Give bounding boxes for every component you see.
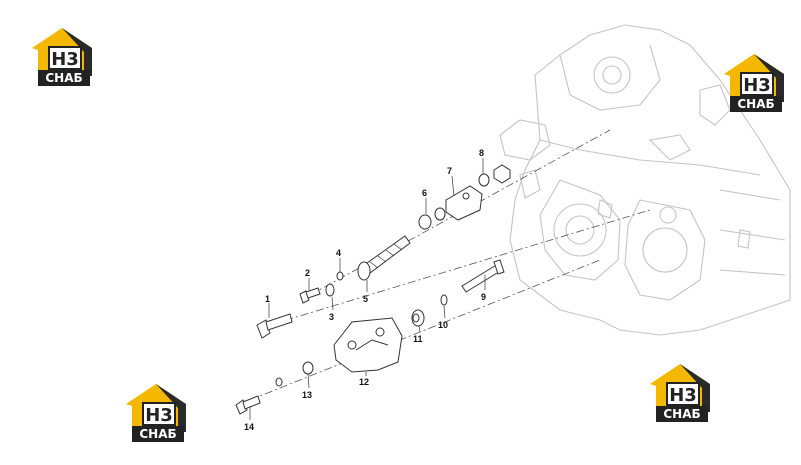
callout-13: 13: [302, 390, 312, 400]
callout-11: 11: [413, 334, 423, 344]
logo-mark: Н3: [740, 72, 774, 96]
logo-mark: Н3: [666, 382, 700, 406]
part-lock-washer-10: [440, 294, 448, 306]
callout-8: 8: [479, 148, 484, 158]
part-nut-6: [418, 214, 432, 230]
callout-4: 4: [336, 248, 341, 258]
part-washer-13: [302, 361, 314, 375]
part-washer-3: [325, 283, 335, 297]
logo-text: СНАБ: [132, 426, 184, 442]
part-block-7: [445, 185, 483, 221]
callout-labels: 1 2 3 4 5 6 7 8 9 10 11 12 13 14: [244, 148, 486, 432]
part-bracket-12: [333, 317, 403, 373]
logo-text: СНАБ: [38, 70, 90, 86]
part-lock-washer-4: [336, 271, 344, 281]
part-threaded-rod-5: [357, 235, 411, 281]
part-bolt-14: [235, 395, 261, 415]
part-washer-8: [478, 173, 490, 187]
callout-6: 6: [422, 188, 427, 198]
part-long-bolt-9: [461, 259, 505, 293]
callout-1: 1: [265, 294, 270, 304]
brand-logo-watermark: Н3 СНАБ: [30, 26, 94, 88]
callout-12: 12: [359, 377, 369, 387]
part-lock-washer-13: [275, 377, 283, 387]
logo-mark: Н3: [48, 46, 82, 70]
callout-9: 9: [481, 292, 486, 302]
brand-logo-watermark: Н3 СНАБ: [124, 382, 188, 444]
parts: [235, 164, 511, 415]
callout-10: 10: [438, 320, 448, 330]
part-bolt-1: [256, 313, 293, 339]
part-washer-6: [434, 207, 446, 221]
callout-14: 14: [244, 422, 254, 432]
part-spacer-11: [411, 309, 425, 327]
logo-text: СНАБ: [656, 406, 708, 422]
callout-5: 5: [363, 294, 368, 304]
brand-logo-watermark: Н3 СНАБ: [722, 52, 786, 114]
part-bolt-2: [299, 287, 321, 304]
logo-text: СНАБ: [730, 96, 782, 112]
logo-mark: Н3: [142, 402, 176, 426]
callout-7: 7: [447, 166, 452, 176]
brand-logo-watermark: Н3 СНАБ: [648, 362, 712, 424]
callout-3: 3: [329, 312, 334, 322]
leader-lines: [249, 158, 486, 420]
part-nut-8: [493, 164, 511, 184]
callout-2: 2: [305, 268, 310, 278]
engine-block: [499, 24, 791, 336]
